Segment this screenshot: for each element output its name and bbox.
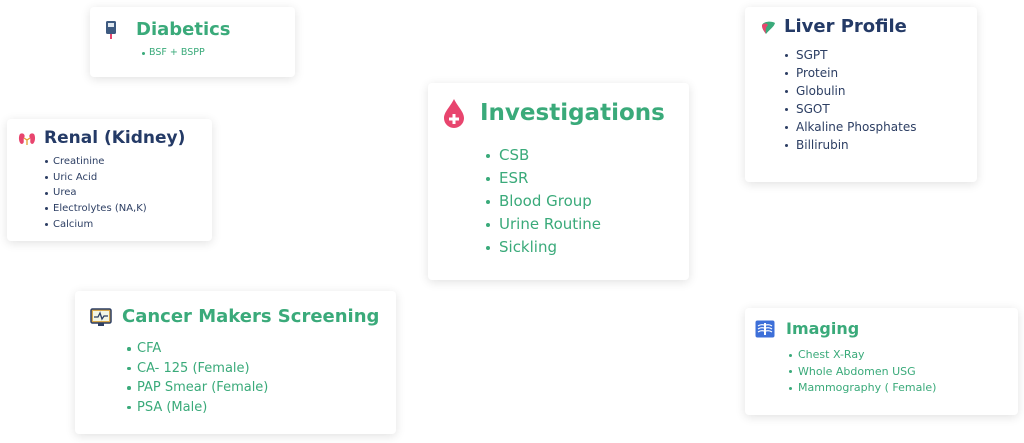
renal-title: Renal (Kidney) bbox=[44, 128, 186, 148]
renal-list: Creatinine Uric Acid Urea Electrolytes (… bbox=[43, 154, 147, 233]
list-item: Electrolytes (NA,K) bbox=[43, 201, 147, 217]
list-item: Alkaline Phosphates bbox=[783, 118, 916, 136]
cancer-list: CFA CA- 125 (Female) PAP Smear (Female) … bbox=[125, 339, 268, 417]
imaging-card: Imaging Chest X-Ray Whole Abdomen USG Ma… bbox=[745, 308, 1018, 415]
list-item: PSA (Male) bbox=[125, 398, 268, 418]
liver-icon bbox=[761, 20, 776, 34]
list-item: Globulin bbox=[783, 82, 916, 100]
list-item: PAP Smear (Female) bbox=[125, 378, 268, 398]
renal-card: Renal (Kidney) Creatinine Uric Acid Urea… bbox=[7, 119, 212, 241]
list-item: Creatinine bbox=[43, 154, 147, 170]
diabetics-card: Diabetics BSF + BSPP bbox=[90, 7, 295, 77]
list-item: BSF + BSPP bbox=[140, 47, 205, 59]
xray-icon bbox=[755, 320, 775, 338]
cancer-title: Cancer Makers Screening bbox=[122, 306, 380, 327]
list-item: CA- 125 (Female) bbox=[125, 359, 268, 379]
list-item: Mammography ( Female) bbox=[787, 380, 936, 397]
investigations-card: Investigations CSB ESR Blood Group Urine… bbox=[428, 83, 689, 280]
glucose-meter-icon bbox=[104, 20, 118, 40]
cancer-header: Cancer Makers Screening bbox=[90, 306, 379, 327]
liver-list: SGPT Protein Globulin SGOT Alkaline Phos… bbox=[783, 46, 916, 154]
imaging-title: Imaging bbox=[786, 319, 860, 338]
diabetics-list: BSF + BSPP bbox=[140, 47, 205, 59]
list-item: SGOT bbox=[783, 100, 916, 118]
imaging-list: Chest X-Ray Whole Abdomen USG Mammograph… bbox=[787, 347, 936, 397]
list-item: Blood Group bbox=[483, 190, 601, 213]
diabetics-header: Diabetics bbox=[104, 19, 231, 40]
list-item: CFA bbox=[125, 339, 268, 359]
liver-title: Liver Profile bbox=[784, 16, 907, 37]
kidney-icon bbox=[18, 131, 36, 145]
investigations-list: CSB ESR Blood Group Urine Routine Sickli… bbox=[483, 144, 601, 259]
list-item: Protein bbox=[783, 64, 916, 82]
list-item: Billirubin bbox=[783, 136, 916, 154]
monitor-icon bbox=[90, 307, 112, 327]
list-item: SGPT bbox=[783, 46, 916, 64]
list-item: ESR bbox=[483, 167, 601, 190]
list-item: Sickling bbox=[483, 236, 601, 259]
liver-card: Liver Profile SGPT Protein Globulin SGOT… bbox=[745, 7, 977, 182]
renal-header: Renal (Kidney) bbox=[18, 128, 185, 148]
blood-drop-plus-icon bbox=[442, 97, 466, 129]
imaging-header: Imaging bbox=[755, 319, 859, 338]
investigations-title: Investigations bbox=[480, 100, 665, 126]
cancer-card: Cancer Makers Screening CFA CA- 125 (Fem… bbox=[75, 291, 396, 434]
list-item: Chest X-Ray bbox=[787, 347, 936, 364]
list-item: CSB bbox=[483, 144, 601, 167]
list-item: Urea bbox=[43, 185, 147, 201]
list-item: Uric Acid bbox=[43, 170, 147, 186]
list-item: Calcium bbox=[43, 217, 147, 233]
diabetics-title: Diabetics bbox=[136, 19, 231, 40]
liver-header: Liver Profile bbox=[761, 16, 907, 37]
list-item: Whole Abdomen USG bbox=[787, 364, 936, 381]
investigations-header: Investigations bbox=[442, 97, 665, 129]
list-item: Urine Routine bbox=[483, 213, 601, 236]
